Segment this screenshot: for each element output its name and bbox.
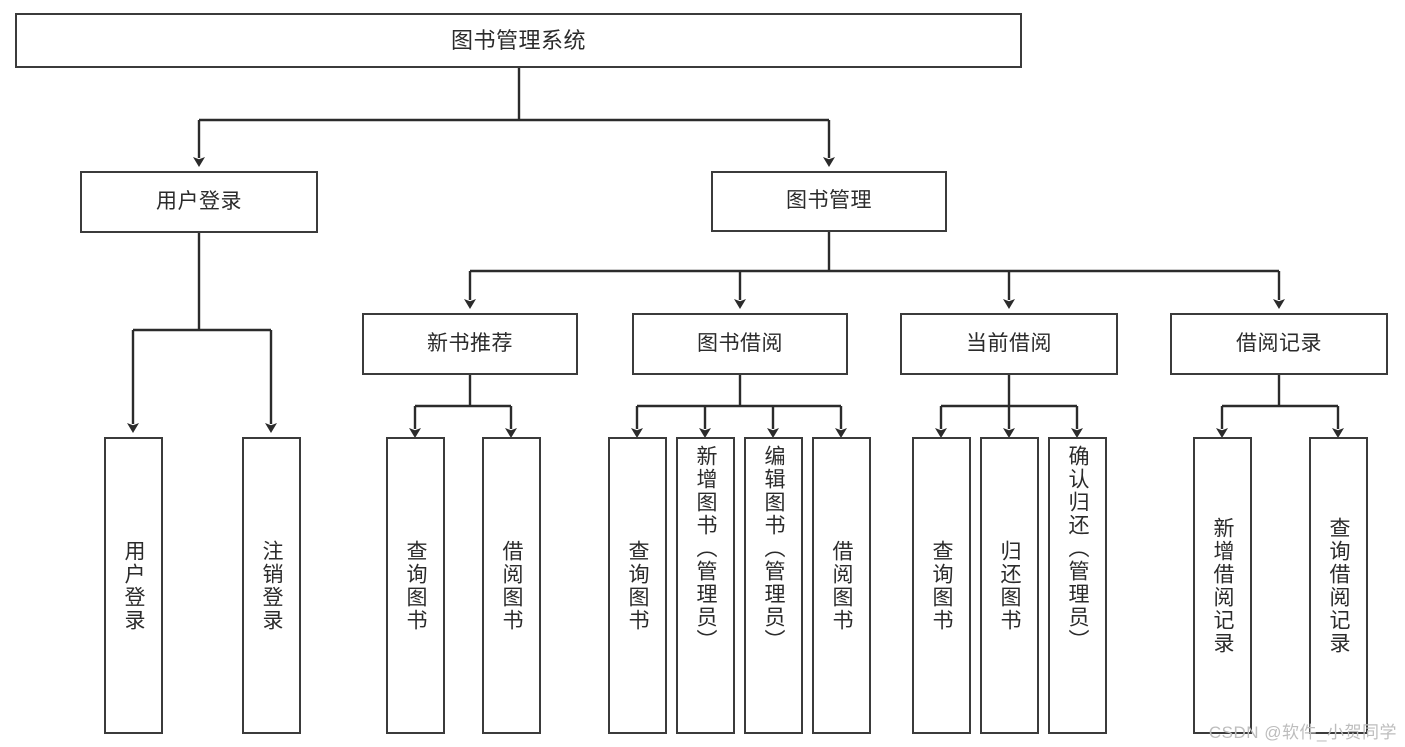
node-label: 查询图书 bbox=[930, 539, 953, 632]
node-leaf-query-borrow-record[interactable]: 查询借阅记录 bbox=[1309, 437, 1368, 734]
node-leaf-query-book-recommend[interactable]: 查询图书 bbox=[386, 437, 445, 734]
node-label: 借阅图书 bbox=[830, 539, 853, 632]
node-leaf-return-book[interactable]: 归还图书 bbox=[980, 437, 1039, 734]
node-label: 查询借阅记录 bbox=[1327, 516, 1350, 655]
node-label: 借阅图书 bbox=[500, 539, 523, 632]
node-leaf-add-borrow-record[interactable]: 新增借阅记录 bbox=[1193, 437, 1252, 734]
node-label: 新增借阅记录 bbox=[1211, 516, 1234, 655]
node-current-borrow[interactable]: 当前借阅 bbox=[900, 313, 1118, 375]
node-root-book-management-system[interactable]: 图书管理系统 bbox=[15, 13, 1022, 68]
node-label: 新增图书（管理员） bbox=[694, 445, 717, 652]
node-label: 当前借阅 bbox=[966, 331, 1052, 355]
node-label: 用户登录 bbox=[122, 539, 145, 632]
node-book-management[interactable]: 图书管理 bbox=[711, 171, 947, 232]
node-label: 借阅记录 bbox=[1236, 331, 1322, 355]
node-leaf-add-book-admin[interactable]: 新增图书（管理员） bbox=[676, 437, 735, 734]
node-label: 用户登录 bbox=[156, 189, 242, 213]
node-leaf-query-book-borrow[interactable]: 查询图书 bbox=[608, 437, 667, 734]
node-label: 图书管理系统 bbox=[450, 27, 586, 53]
node-label: 图书管理 bbox=[786, 189, 872, 213]
node-label: 查询图书 bbox=[404, 539, 427, 632]
node-borrow-record[interactable]: 借阅记录 bbox=[1170, 313, 1388, 375]
node-leaf-edit-book-admin[interactable]: 编辑图书（管理员） bbox=[744, 437, 803, 734]
node-label: 新书推荐 bbox=[427, 331, 513, 355]
node-leaf-confirm-return-admin[interactable]: 确认归还（管理员） bbox=[1048, 437, 1107, 734]
node-new-book-recommend[interactable]: 新书推荐 bbox=[362, 313, 578, 375]
node-label: 查询图书 bbox=[626, 539, 649, 632]
node-leaf-borrow-book[interactable]: 借阅图书 bbox=[812, 437, 871, 734]
node-label: 确认归还（管理员） bbox=[1066, 445, 1089, 652]
node-label: 注销登录 bbox=[260, 539, 283, 632]
node-book-borrow[interactable]: 图书借阅 bbox=[632, 313, 848, 375]
node-label: 编辑图书（管理员） bbox=[762, 445, 785, 652]
watermark: CSDN @软件_小贺同学 bbox=[1208, 723, 1397, 742]
node-label: 归还图书 bbox=[998, 539, 1021, 632]
node-user-login[interactable]: 用户登录 bbox=[80, 171, 318, 233]
node-leaf-query-book-current[interactable]: 查询图书 bbox=[912, 437, 971, 734]
node-leaf-user-login[interactable]: 用户登录 bbox=[104, 437, 163, 734]
node-leaf-logout[interactable]: 注销登录 bbox=[242, 437, 301, 734]
node-leaf-borrow-book-recommend[interactable]: 借阅图书 bbox=[482, 437, 541, 734]
node-label: 图书借阅 bbox=[697, 331, 783, 355]
